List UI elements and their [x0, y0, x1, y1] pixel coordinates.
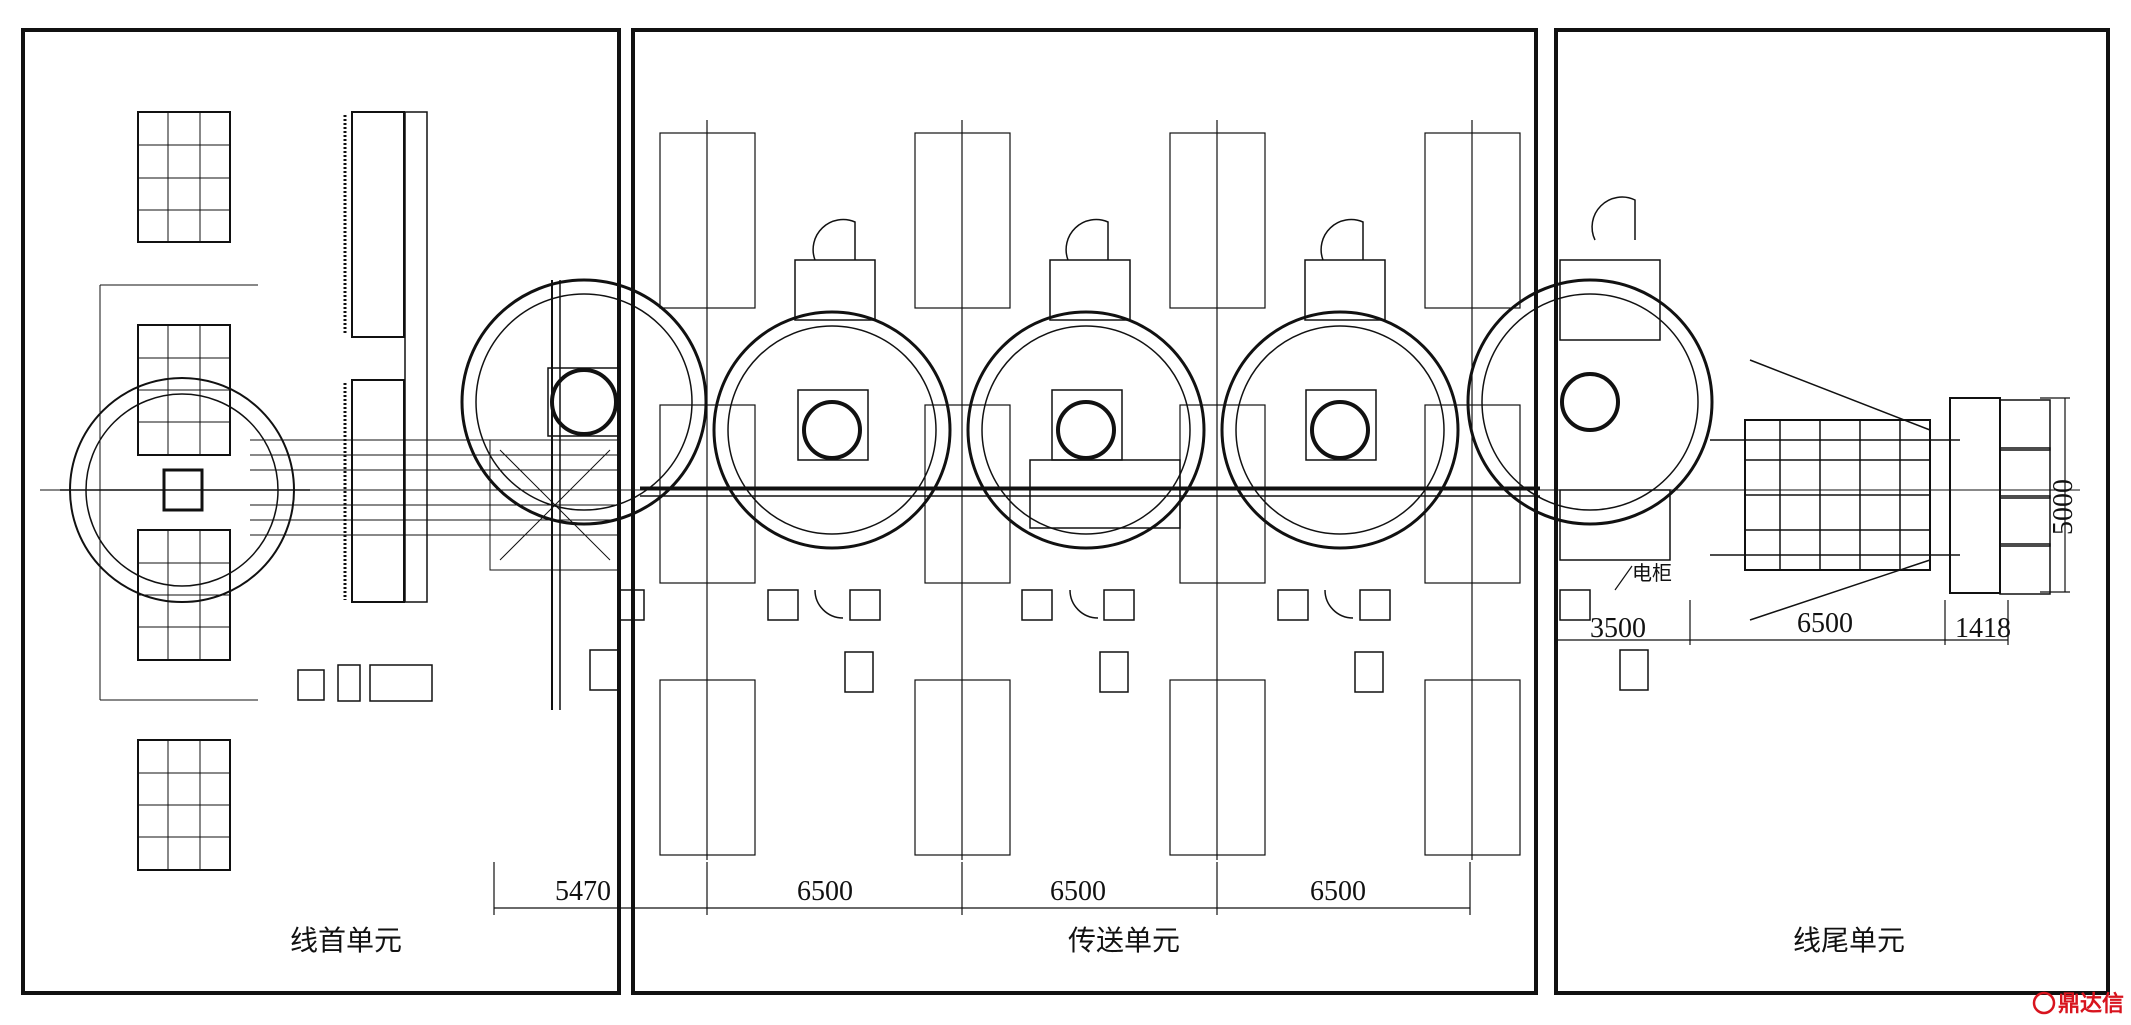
svg-text:鼎达信: 鼎达信: [2058, 991, 2124, 1017]
dim-tail-2: 6500: [1797, 608, 1853, 639]
watermark-logo: 鼎达信: [2032, 991, 2124, 1017]
transfer-unit-label: 传送单元: [1068, 924, 1180, 957]
dim-bottom-2: 6500: [797, 876, 853, 907]
dim-bottom-1: 5470: [555, 876, 611, 907]
cabinet-label: 电柜: [1632, 561, 1672, 585]
dim-bottom-4: 6500: [1310, 876, 1366, 907]
stacking-rack: [137, 111, 231, 871]
tail-unit-equipment: [1466, 196, 2051, 691]
dim-tail-1: 3500: [1590, 613, 1646, 644]
head-unit-label: 线首单元: [290, 924, 402, 957]
dim-tail-3: 1418: [1955, 613, 2011, 644]
dim-bottom-3: 6500: [1050, 876, 1106, 907]
tail-unit-frame: [1554, 28, 2110, 995]
dimension-lines: [493, 397, 2070, 915]
transfer-unit-equipment: [640, 120, 1540, 860]
dim-vertical: 5000: [2048, 479, 2079, 535]
head-unit-frame: [21, 28, 621, 995]
head-unit-equipment: [60, 111, 708, 871]
tail-unit-label: 线尾单元: [1793, 924, 1905, 957]
